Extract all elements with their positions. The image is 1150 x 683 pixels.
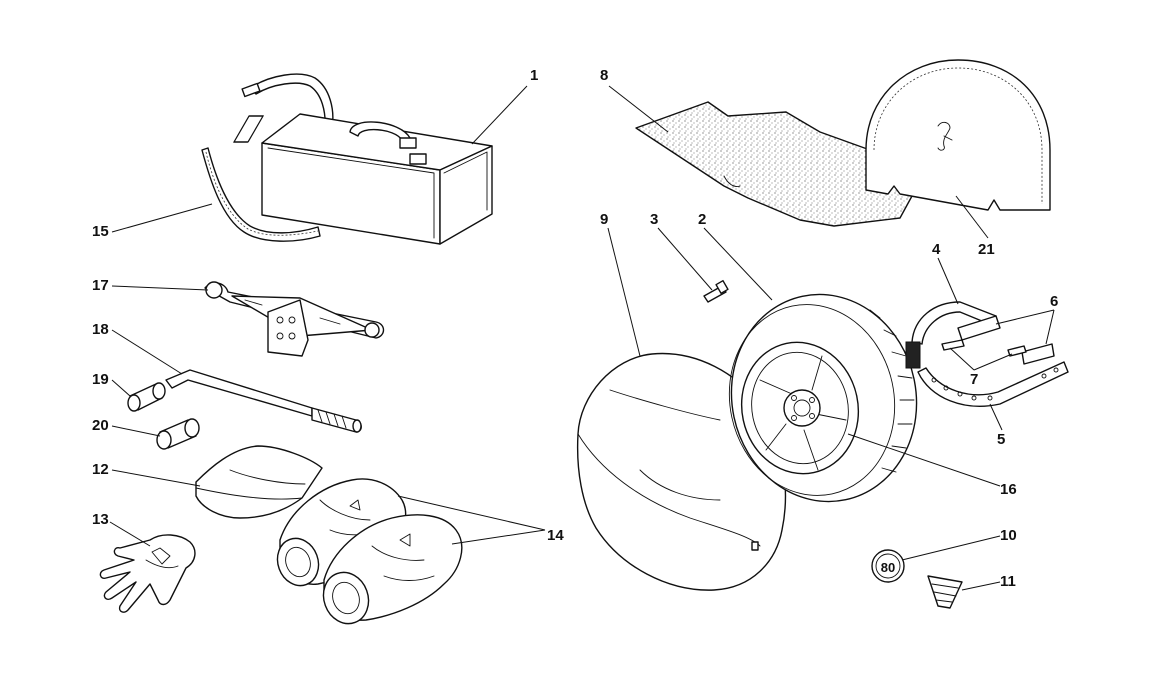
callout-11: 11 (1000, 573, 1016, 590)
callout-5: 5 (997, 431, 1005, 448)
callout-10: 10 (1000, 527, 1017, 544)
callout-2: 2 (698, 211, 706, 228)
socket-20-icon (156, 418, 200, 450)
strap-icon (201, 147, 321, 242)
jack-icon (204, 281, 385, 357)
callout-4: 4 (932, 241, 941, 258)
prancing-horse-logo (937, 121, 953, 151)
callout-12: 12 (92, 461, 109, 478)
callout-3: 3 (650, 211, 658, 228)
callout-6: 6 (1050, 293, 1058, 310)
leader-lines (109, 85, 1055, 591)
socket-19-icon (127, 382, 166, 412)
callout-14: 14 (547, 527, 564, 544)
valve-icon (703, 279, 729, 303)
callout-15: 15 (92, 223, 109, 240)
callout-9: 9 (600, 211, 608, 228)
callout-20: 20 (92, 417, 109, 434)
callout-19: 19 (92, 371, 109, 388)
bolt-7-icon (941, 339, 1027, 357)
callout-17: 17 (92, 277, 109, 294)
badge-value: 80 (881, 560, 895, 575)
tool-bag-icon (233, 73, 493, 245)
callout-7: 7 (970, 371, 978, 388)
callout-1: 1 (530, 67, 538, 84)
callout-13: 13 (92, 511, 109, 528)
speed-badge-icon: 80 (871, 549, 905, 583)
wheel-icon (728, 293, 918, 503)
warning-label-icon (927, 575, 963, 609)
callout-16: 16 (1000, 481, 1017, 498)
wheel-brace-icon (165, 369, 362, 433)
pouch-icon (195, 445, 323, 519)
bolt-covers-icon (276, 478, 463, 625)
bracket-strap-5-icon (917, 361, 1069, 407)
bracket-strap-4-icon (905, 301, 997, 369)
callout-21: 21 (978, 241, 995, 258)
glove-icon (99, 534, 196, 613)
callout-numbers: 1 15 17 18 19 20 12 13 14 8 21 9 3 2 4 6… (92, 67, 1058, 590)
callout-8: 8 (600, 67, 608, 84)
bracket-6-icon (957, 315, 1055, 365)
cover-icon (865, 59, 1051, 211)
callout-18: 18 (92, 321, 109, 338)
